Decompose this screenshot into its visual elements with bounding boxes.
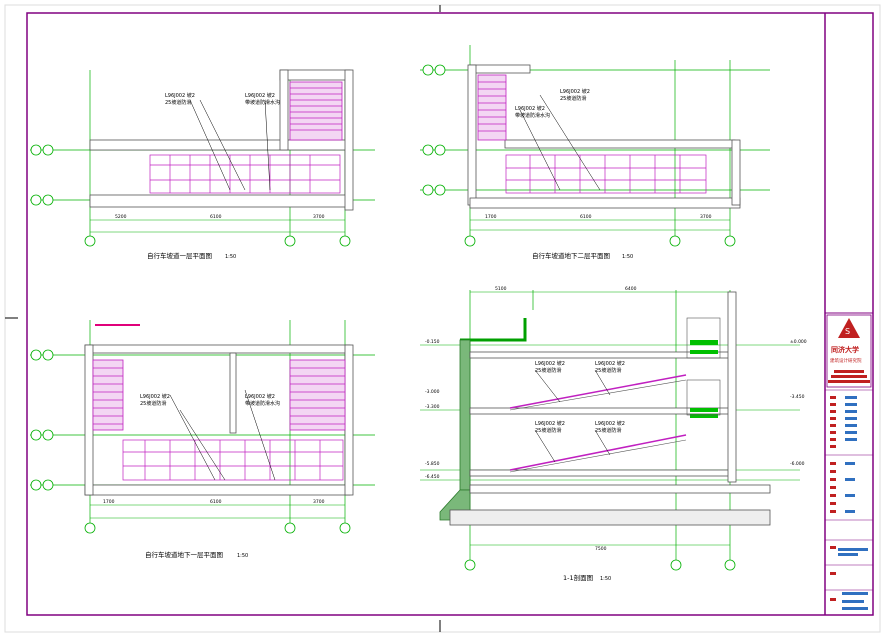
view1-dim-a: 5200 [115, 214, 127, 220]
title-block: S 同济大学 建筑设计研究院 [825, 312, 873, 610]
view2-dim-c: 3700 [700, 214, 712, 220]
view2-scale: 1:50 [622, 254, 633, 260]
view3-note-desc2: 带坡道防滑水沟 [245, 400, 280, 407]
company-logo-char: S [845, 327, 850, 336]
view3-scale: 1:50 [237, 553, 248, 559]
view3-title: 自行车坡道地下一层平面图 [145, 550, 223, 559]
level-tag-c: -3.300 [425, 404, 440, 410]
view-2-plan: L96J002 坡2 25坡道防滑 L96J002 坡2 带坡道防滑水沟 170… [420, 45, 770, 260]
view3-dim-a: 1700 [103, 499, 115, 505]
view4-note-a-desc: 25坡道防滑 [535, 367, 561, 374]
view4-note-a-ref: L96J002 坡2 [535, 360, 565, 367]
view1-note-ref: L96J002 坡2 [165, 92, 195, 99]
view4-note-c-desc: 25坡道防滑 [535, 427, 561, 434]
view2-dim-a: 1700 [485, 214, 497, 220]
level-tag-g: -3.450 [790, 394, 805, 400]
company-sub: 建筑设计研究院 [830, 357, 862, 364]
view2-dim-b: 6100 [580, 214, 592, 220]
view1-dim-c: 3700 [313, 214, 325, 220]
view1-dim-b: 6100 [210, 214, 222, 220]
view1-note-ref2: L96J002 坡2 [245, 92, 275, 99]
view4-dim-b: 6400 [625, 286, 637, 292]
view-4-section: L96J002 坡2 25坡道防滑 L96J002 坡2 25坡道防滑 L96J… [420, 286, 807, 582]
level-tag-f: ±0.000 [790, 339, 807, 345]
view4-note-b-desc: 25坡道防滑 [595, 367, 621, 374]
view3-dim-b: 6100 [210, 499, 222, 505]
view4-note-d-desc: 25坡道防滑 [595, 427, 621, 434]
company-name: 同济大学 [831, 345, 859, 354]
view2-note-desc2: 带坡道防滑水沟 [515, 112, 550, 119]
view2-note-ref2: L96J002 坡2 [515, 105, 545, 112]
sheet-border-inner [26, 12, 874, 616]
view1-title: 自行车坡道一层平面图 [147, 251, 212, 260]
level-tag-d: -5.850 [425, 461, 440, 467]
view4-scale: 1:50 [600, 576, 611, 582]
view3-dim-c: 3700 [313, 499, 325, 505]
view1-note-desc: 25坡道防滑 [165, 99, 191, 106]
view4-note-b-ref: L96J002 坡2 [595, 360, 625, 367]
view3-note-ref: L96J002 坡2 [140, 393, 170, 400]
company-logo-icon [838, 318, 860, 338]
view3-note-desc: 25坡道防滑 [140, 400, 166, 407]
view-1-plan: L96J002 坡2 25坡道防滑 L96J002 坡2 带坡道防滑水沟 520… [30, 69, 375, 260]
level-tag-b: -3.000 [425, 389, 440, 395]
view-3-plan: L96J002 坡2 25坡道防滑 L96J002 坡2 带坡道防滑水沟 170… [30, 320, 375, 559]
view3-note-ref2: L96J002 坡2 [245, 393, 275, 400]
view2-note-ref: L96J002 坡2 [560, 88, 590, 95]
view4-note-d-ref: L96J002 坡2 [595, 420, 625, 427]
view2-note-desc: 25坡道防滑 [560, 95, 586, 102]
view4-dim-a: 5100 [495, 286, 507, 292]
sheet-border-outer [4, 4, 881, 633]
view4-note-c-ref: L96J002 坡2 [535, 420, 565, 427]
view1-note-desc2: 带坡道防滑水沟 [245, 99, 280, 106]
level-tag-h: -6.000 [790, 461, 805, 467]
view1-scale: 1:50 [225, 254, 236, 260]
level-tag-a: -0.150 [425, 339, 440, 345]
level-tag-e: -6.450 [425, 474, 440, 480]
view4-dim-c: 7500 [595, 546, 607, 552]
view4-title: 1-1剖面图 [563, 573, 593, 582]
view2-title: 自行车坡道地下二层平面图 [532, 251, 610, 260]
